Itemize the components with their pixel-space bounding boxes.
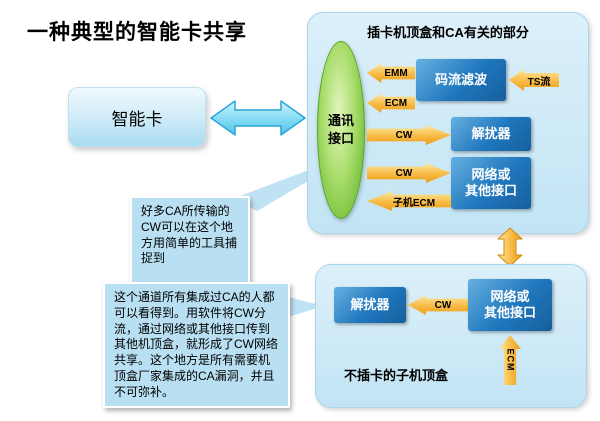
smart-card-box: 智能卡 bbox=[68, 87, 206, 147]
network-interface-label: 网络或 其他接口 bbox=[464, 166, 517, 198]
card-stb-panel-title: 插卡机顶盒和CA有关的部分 bbox=[367, 25, 529, 40]
ts-stream-arrow-label: TS流 bbox=[527, 76, 551, 88]
page-title: 一种典型的智能卡共享 bbox=[27, 21, 247, 44]
cw-capture-callout-text: 好多CA所传输的CW可以在这个地方用简单的工具捕捉到 bbox=[141, 204, 238, 266]
smartcard-link-bidirectional-arrow-icon bbox=[210, 100, 306, 136]
cw-to-descrambler-arrow-label: CW bbox=[395, 129, 413, 141]
cardless-stb-panel-title: 不插卡的子机顶盒 bbox=[344, 368, 449, 383]
sub-ecm-arrow-label: 子机ECM bbox=[392, 197, 436, 209]
cw-sharing-callout-text: 这个通道所有集成过CA的人都可以看得到。用软件将CW分流，通过网络或其他接口传到… bbox=[114, 290, 278, 399]
cw-capture-callout: 好多CA所传输的CW可以在这个地方用简单的工具捕捉到 bbox=[130, 196, 250, 284]
sub-network-interface-box: 网络或 其他接口 bbox=[468, 279, 552, 331]
panel-link-bidirectional-arrow-icon bbox=[497, 227, 523, 267]
cw-to-network-arrow-label: CW bbox=[395, 167, 413, 179]
card-stb-panel: 插卡机顶盒和CA有关的部分 通讯 接口 EMM ECM 码流滤波 TS流 CW … bbox=[307, 12, 589, 234]
stream-filter-label: 码流滤波 bbox=[434, 71, 487, 87]
stream-filter-box: 码流滤波 bbox=[416, 59, 506, 101]
ts-stream-arrow-icon: TS流 bbox=[509, 69, 559, 91]
sub-ecm-arrow-icon: 子机ECM bbox=[367, 191, 451, 211]
comm-interface-label: 通讯 接口 bbox=[327, 112, 354, 146]
sub-ecm-up-arrow-icon: ECM bbox=[499, 335, 521, 385]
sub-cw-arrow-icon: CW bbox=[408, 295, 468, 315]
ecm-arrow-icon: ECM bbox=[367, 93, 415, 113]
sub-ecm-up-arrow-label: ECM bbox=[505, 348, 515, 372]
descrambler-box: 解扰器 bbox=[451, 117, 531, 151]
emm-arrow-icon: EMM bbox=[367, 63, 415, 83]
sub-descrambler-box: 解扰器 bbox=[334, 287, 406, 323]
comm-interface-ellipse: 通讯 接口 bbox=[317, 41, 365, 219]
cw-sharing-callout: 这个通道所有集成过CA的人都可以看得到。用软件将CW分流，通过网络或其他接口传到… bbox=[103, 282, 290, 408]
cardless-stb-panel: 解扰器 CW 网络或 其他接口 ECM 不插卡的子机顶盒 bbox=[315, 264, 587, 408]
smart-card-label: 智能卡 bbox=[111, 109, 163, 129]
ecm-arrow-label: ECM bbox=[384, 97, 408, 109]
sub-descrambler-label: 解扰器 bbox=[350, 296, 390, 312]
cw-to-network-arrow-icon: CW bbox=[367, 163, 451, 183]
cw-to-descrambler-arrow-icon: CW bbox=[367, 125, 451, 145]
network-interface-box: 网络或 其他接口 bbox=[451, 157, 531, 209]
sub-cw-arrow-label: CW bbox=[434, 299, 452, 311]
emm-arrow-label: EMM bbox=[384, 67, 408, 79]
sub-network-interface-label: 网络或 其他接口 bbox=[483, 288, 536, 320]
descrambler-label: 解扰器 bbox=[471, 125, 511, 141]
